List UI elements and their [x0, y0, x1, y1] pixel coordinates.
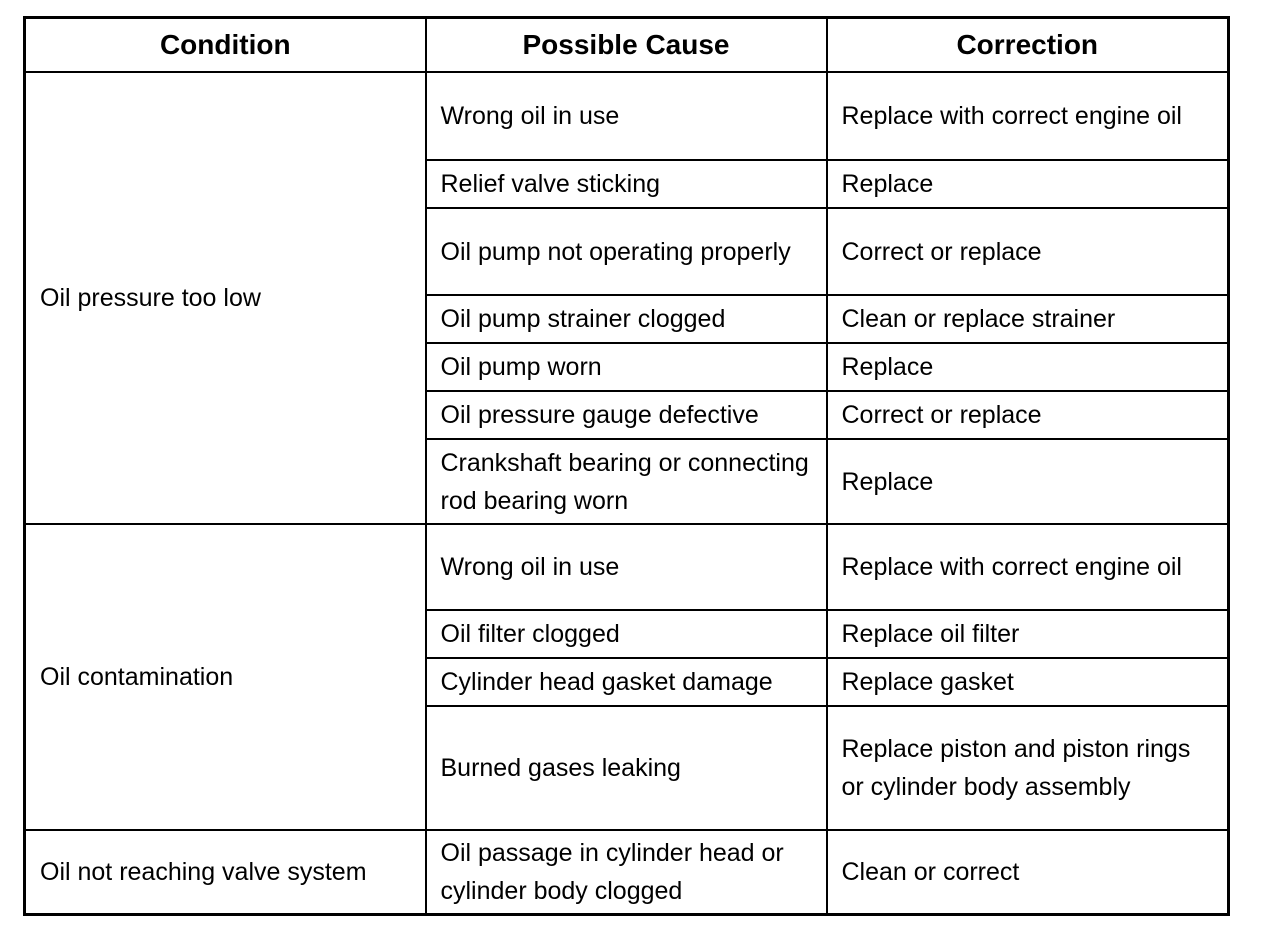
correction-cell: Replace [825, 342, 1230, 392]
header-possible-cause: Possible Cause [424, 16, 828, 73]
table-row: Relief valve sticking Replace [25, 159, 1230, 209]
correction-cell: Replace [825, 438, 1230, 525]
correction-cell: Correct or replace [825, 390, 1230, 440]
correction-cell: Correct or replace [825, 207, 1230, 296]
table-row: Crankshaft bearing or connecting rod bea… [25, 438, 1230, 525]
cause-cell: Relief valve sticking [424, 159, 828, 209]
correction-cell: Replace with correct engine oil [825, 71, 1230, 161]
correction-cell: Replace gasket [825, 657, 1230, 707]
table-row: Oil pump worn Replace [25, 342, 1230, 392]
cause-cell: Cylinder head gasket damage [424, 657, 828, 707]
cause-cell: Crankshaft bearing or connecting rod bea… [424, 438, 828, 525]
correction-cell: Replace oil filter [825, 609, 1230, 659]
cause-cell: Burned gases leaking [424, 705, 828, 831]
cause-cell: Wrong oil in use [424, 523, 828, 611]
cause-cell: Oil pump strainer clogged [424, 294, 828, 344]
cause-cell: Oil passage in cylinder head or cylinder… [424, 829, 828, 915]
table-row: Cylinder head gasket damage Replace gask… [25, 657, 1230, 707]
cause-cell: Oil pump worn [424, 342, 828, 392]
table-row: Oil not reaching valve system Oil passag… [23, 829, 1230, 915]
table-row: Oil contamination Wrong oil in use Repla… [23, 523, 1230, 831]
cause-cell: Oil pump not operating properly [424, 207, 828, 296]
header-correction: Correction [825, 16, 1230, 73]
condition-cell: Oil not reaching valve system [23, 829, 427, 915]
table-row: Oil pump strainer clogged Clean or repla… [25, 294, 1230, 344]
correction-cell: Replace with correct engine oil [825, 523, 1230, 611]
condition-cell: Oil pressure too low [23, 71, 427, 525]
table-row: Oil filter clogged Replace oil filter [25, 609, 1230, 659]
cause-cell: Oil pressure gauge defective [424, 390, 828, 440]
header-condition: Condition [23, 16, 427, 73]
troubleshooting-table: Condition Possible Cause Correction Oil … [23, 16, 1230, 916]
condition-cell: Oil contamination [23, 523, 427, 831]
table-row: Oil pump not operating properly Correct … [25, 207, 1230, 296]
table-row: Burned gases leaking Replace piston and … [25, 705, 1230, 831]
correction-cell: Replace [825, 159, 1230, 209]
correction-cell: Replace piston and piston rings or cylin… [825, 705, 1230, 831]
correction-cell: Clean or replace strainer [825, 294, 1230, 344]
correction-cell: Clean or correct [825, 829, 1230, 915]
table-row: Oil pressure too low Wrong oil in use Re… [23, 71, 1230, 525]
header-row: Condition Possible Cause Correction [23, 16, 1230, 73]
cause-cell: Oil filter clogged [424, 609, 828, 659]
table-row: Oil pressure gauge defective Correct or … [25, 390, 1230, 440]
cause-cell: Wrong oil in use [424, 71, 828, 161]
